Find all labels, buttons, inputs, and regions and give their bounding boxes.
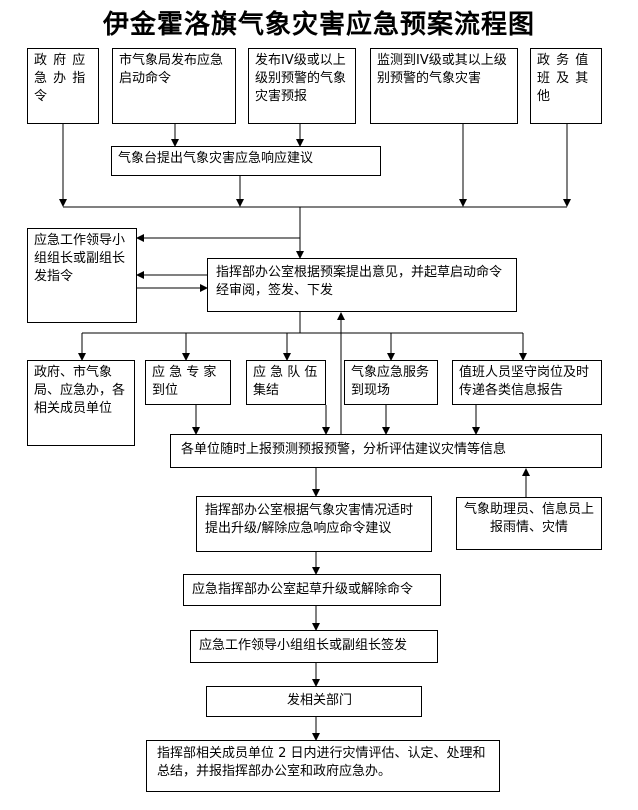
send-departments-box: 发相关部门	[206, 686, 422, 717]
leader-sign-box: 应急工作领导小组组长或副组长签发	[190, 630, 438, 663]
expert-arrival-box: 应 急 专 家 到位	[145, 360, 231, 405]
hq-opinion-box: 指挥部办公室根据预案提出意见，并起草启动命令经审阅，签发、下发	[207, 258, 517, 312]
issue-warning-box: 发布IV级或以上级别预警的气象灾害预报	[248, 48, 356, 124]
flowchart-title: 伊金霍洛旗气象灾害应急预案流程图	[102, 10, 535, 40]
city-bureau-command-box: 市气象局发布应急启动命令	[112, 48, 236, 124]
report-info-box: 各单位随时上报预测预报预警，分析评估建议灾情等信息	[170, 434, 602, 468]
monitor-disaster-box: 监测到IV级或其以上级别预警的气象灾害	[370, 48, 518, 124]
hq-upgrade-suggestion-box: 指挥部办公室根据气象灾害情况适时提出升级/解除应急响应命令建议	[196, 496, 432, 552]
duty-staff-box: 值班人员坚守岗位及时传递各类信息报告	[452, 360, 602, 405]
draft-command-box: 应急指挥部办公室起草升级或解除命令	[183, 574, 441, 606]
station-suggestion-box: 气象台提出气象灾害应急响应建议	[111, 146, 381, 176]
gov-units-box: 政府、市气象局、应急办，各相关成员单位	[27, 360, 135, 446]
assistant-report-box: 气象助理员、信息员上报雨情、灾情	[456, 497, 602, 550]
leader-order-box: 应急工作领导小组组长或副组长发指令	[27, 228, 137, 323]
final-evaluation-box: 指挥部相关成员单位 2 日内进行灾情评估、认定、处理和总结，并报指挥部办公室和政…	[146, 740, 500, 792]
team-assembly-box: 应 急 队 伍 集结	[246, 360, 326, 405]
gov-emergency-order-box: 政 府 应 急 办 指 令	[27, 48, 99, 124]
duty-and-other-box: 政 务 值 班 及 其 他	[530, 48, 602, 124]
weather-service-box: 气象应急服务到现场	[344, 360, 438, 405]
